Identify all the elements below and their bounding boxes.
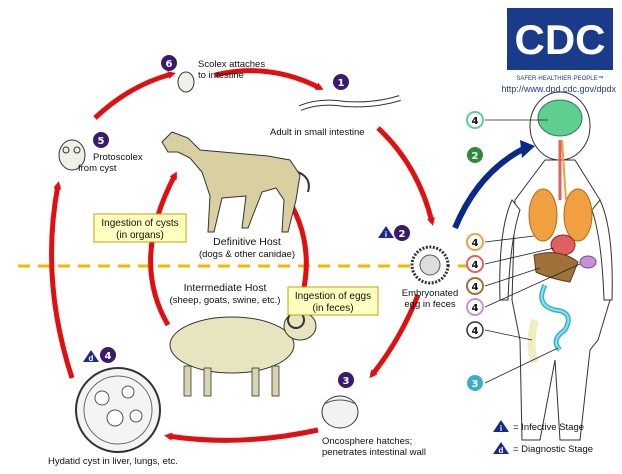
svg-text:Ingestion of eggs: Ingestion of eggs	[295, 291, 371, 302]
sheep-illustration	[169, 311, 317, 397]
svg-text:i: i	[500, 424, 502, 433]
arrow-6-to-1	[214, 68, 324, 91]
human-marker-1: 4	[466, 111, 484, 129]
egg-illustration	[410, 245, 450, 285]
svg-text:Ingestion of cysts: Ingestion of cysts	[101, 218, 178, 229]
stage-1-label: Adult in small intestine	[270, 127, 365, 138]
stage-3-marker: 3	[338, 372, 354, 388]
svg-text:4: 4	[472, 282, 479, 293]
human-illustration	[499, 91, 613, 441]
stage-1-marker: 1	[333, 74, 349, 90]
infective-stage-icon	[493, 420, 509, 432]
stage-2-marker: i 2	[378, 225, 410, 241]
arrow-2-to-3	[369, 294, 421, 379]
legend-infective: i = Infective Stage	[493, 420, 584, 433]
logo-tagline: SAFER·HEALTHIER·PEOPLE™	[516, 75, 603, 82]
stage-3-label-line2: penetrates intestinal wall	[322, 447, 426, 458]
human-marker-2: 2	[467, 147, 483, 163]
human-marker-8: 3	[467, 375, 483, 391]
arrow-to-human-head	[520, 140, 535, 158]
dog-illustration	[161, 131, 310, 233]
stage-6-label-line2: to intestine	[198, 70, 244, 81]
hydatid-cyst-illustration	[75, 367, 161, 453]
adult-worm-illustration	[298, 95, 401, 111]
logo-text: CDC	[515, 16, 606, 63]
dpdx-link[interactable]: http://www.dpd.cdc.gov/dpdx	[501, 84, 616, 94]
svg-text:(in organs): (in organs)	[116, 230, 164, 241]
cdc-logo[interactable]: CDC SAFER·HEALTHIER·PEOPLE™	[507, 8, 613, 82]
svg-text:4: 4	[472, 238, 479, 249]
svg-text:4: 4	[472, 326, 479, 337]
human-marker-4: 4	[466, 255, 484, 273]
human-marker-3: 4	[466, 233, 484, 251]
stage-5-label-line2: from cyst	[78, 163, 117, 174]
svg-text:4: 4	[472, 116, 479, 127]
svg-text:2: 2	[472, 151, 479, 162]
human-marker-7: 4	[466, 321, 484, 339]
stage-5-label-line1: Protoscolex	[93, 152, 143, 163]
arrow-4-to-5	[49, 181, 75, 379]
svg-text:4: 4	[472, 260, 479, 271]
diagnostic-stage-icon	[493, 442, 509, 454]
svg-text:= Diagnostic Stage: = Diagnostic Stage	[513, 444, 593, 455]
svg-text:d: d	[499, 446, 504, 455]
svg-text:i: i	[385, 230, 387, 239]
human-marker-5: 4	[466, 277, 484, 295]
svg-text:4: 4	[472, 303, 479, 314]
definitive-host-subtitle: (dogs & other canidae)	[199, 249, 295, 260]
stage-4-marker: d 4	[83, 347, 116, 363]
stage-6-marker: 6	[161, 55, 177, 71]
ingestion-eggs-box: Ingestion of eggs (in feces)	[287, 286, 379, 316]
oncosphere-illustration	[321, 395, 359, 429]
svg-text:4: 4	[105, 351, 112, 362]
stage-6-label-line1: Scolex attaches	[198, 59, 265, 70]
arrow-3-to-4	[164, 427, 319, 443]
scolex-illustration	[177, 71, 195, 93]
svg-text:1: 1	[338, 78, 345, 89]
human-leader-lines	[484, 119, 581, 384]
human-marker-6: 4	[466, 298, 484, 316]
svg-text:3: 3	[472, 379, 479, 390]
stage-2-label-line2: egg in feces	[404, 299, 455, 310]
protoscolex-illustration	[58, 139, 86, 171]
cycle-arrows	[49, 68, 435, 443]
arrow-5-to-6	[93, 71, 176, 120]
svg-text:(in feces): (in feces)	[312, 303, 353, 314]
definitive-host-title: Definitive Host	[213, 236, 281, 248]
intermediate-host-title: Intermediate Host	[184, 282, 267, 294]
legend-diagnostic: d = Diagnostic Stage	[493, 442, 593, 455]
svg-text:d: d	[89, 354, 94, 363]
stage-2-label-line1: Embryonated	[402, 288, 459, 299]
stage-3-label-line1: Oncosphere hatches;	[322, 436, 412, 447]
svg-text:2: 2	[399, 229, 406, 240]
stage-4-label: Hydatid cyst in liver, lungs, etc.	[48, 456, 178, 467]
arrow-to-human	[452, 145, 527, 230]
svg-text:3: 3	[343, 376, 350, 387]
stage-5-marker: 5	[93, 132, 109, 148]
svg-text:5: 5	[98, 136, 105, 147]
ingestion-cysts-box: Ingestion of cysts (in organs)	[93, 213, 187, 243]
arrow-intermediate-to-definitive	[148, 171, 178, 327]
svg-text:6: 6	[166, 59, 173, 70]
svg-text:= Infective Stage: = Infective Stage	[513, 422, 584, 433]
arrow-1-to-2	[376, 126, 435, 226]
intermediate-host-subtitle: (sheep, goats, swine, etc.)	[170, 295, 281, 306]
